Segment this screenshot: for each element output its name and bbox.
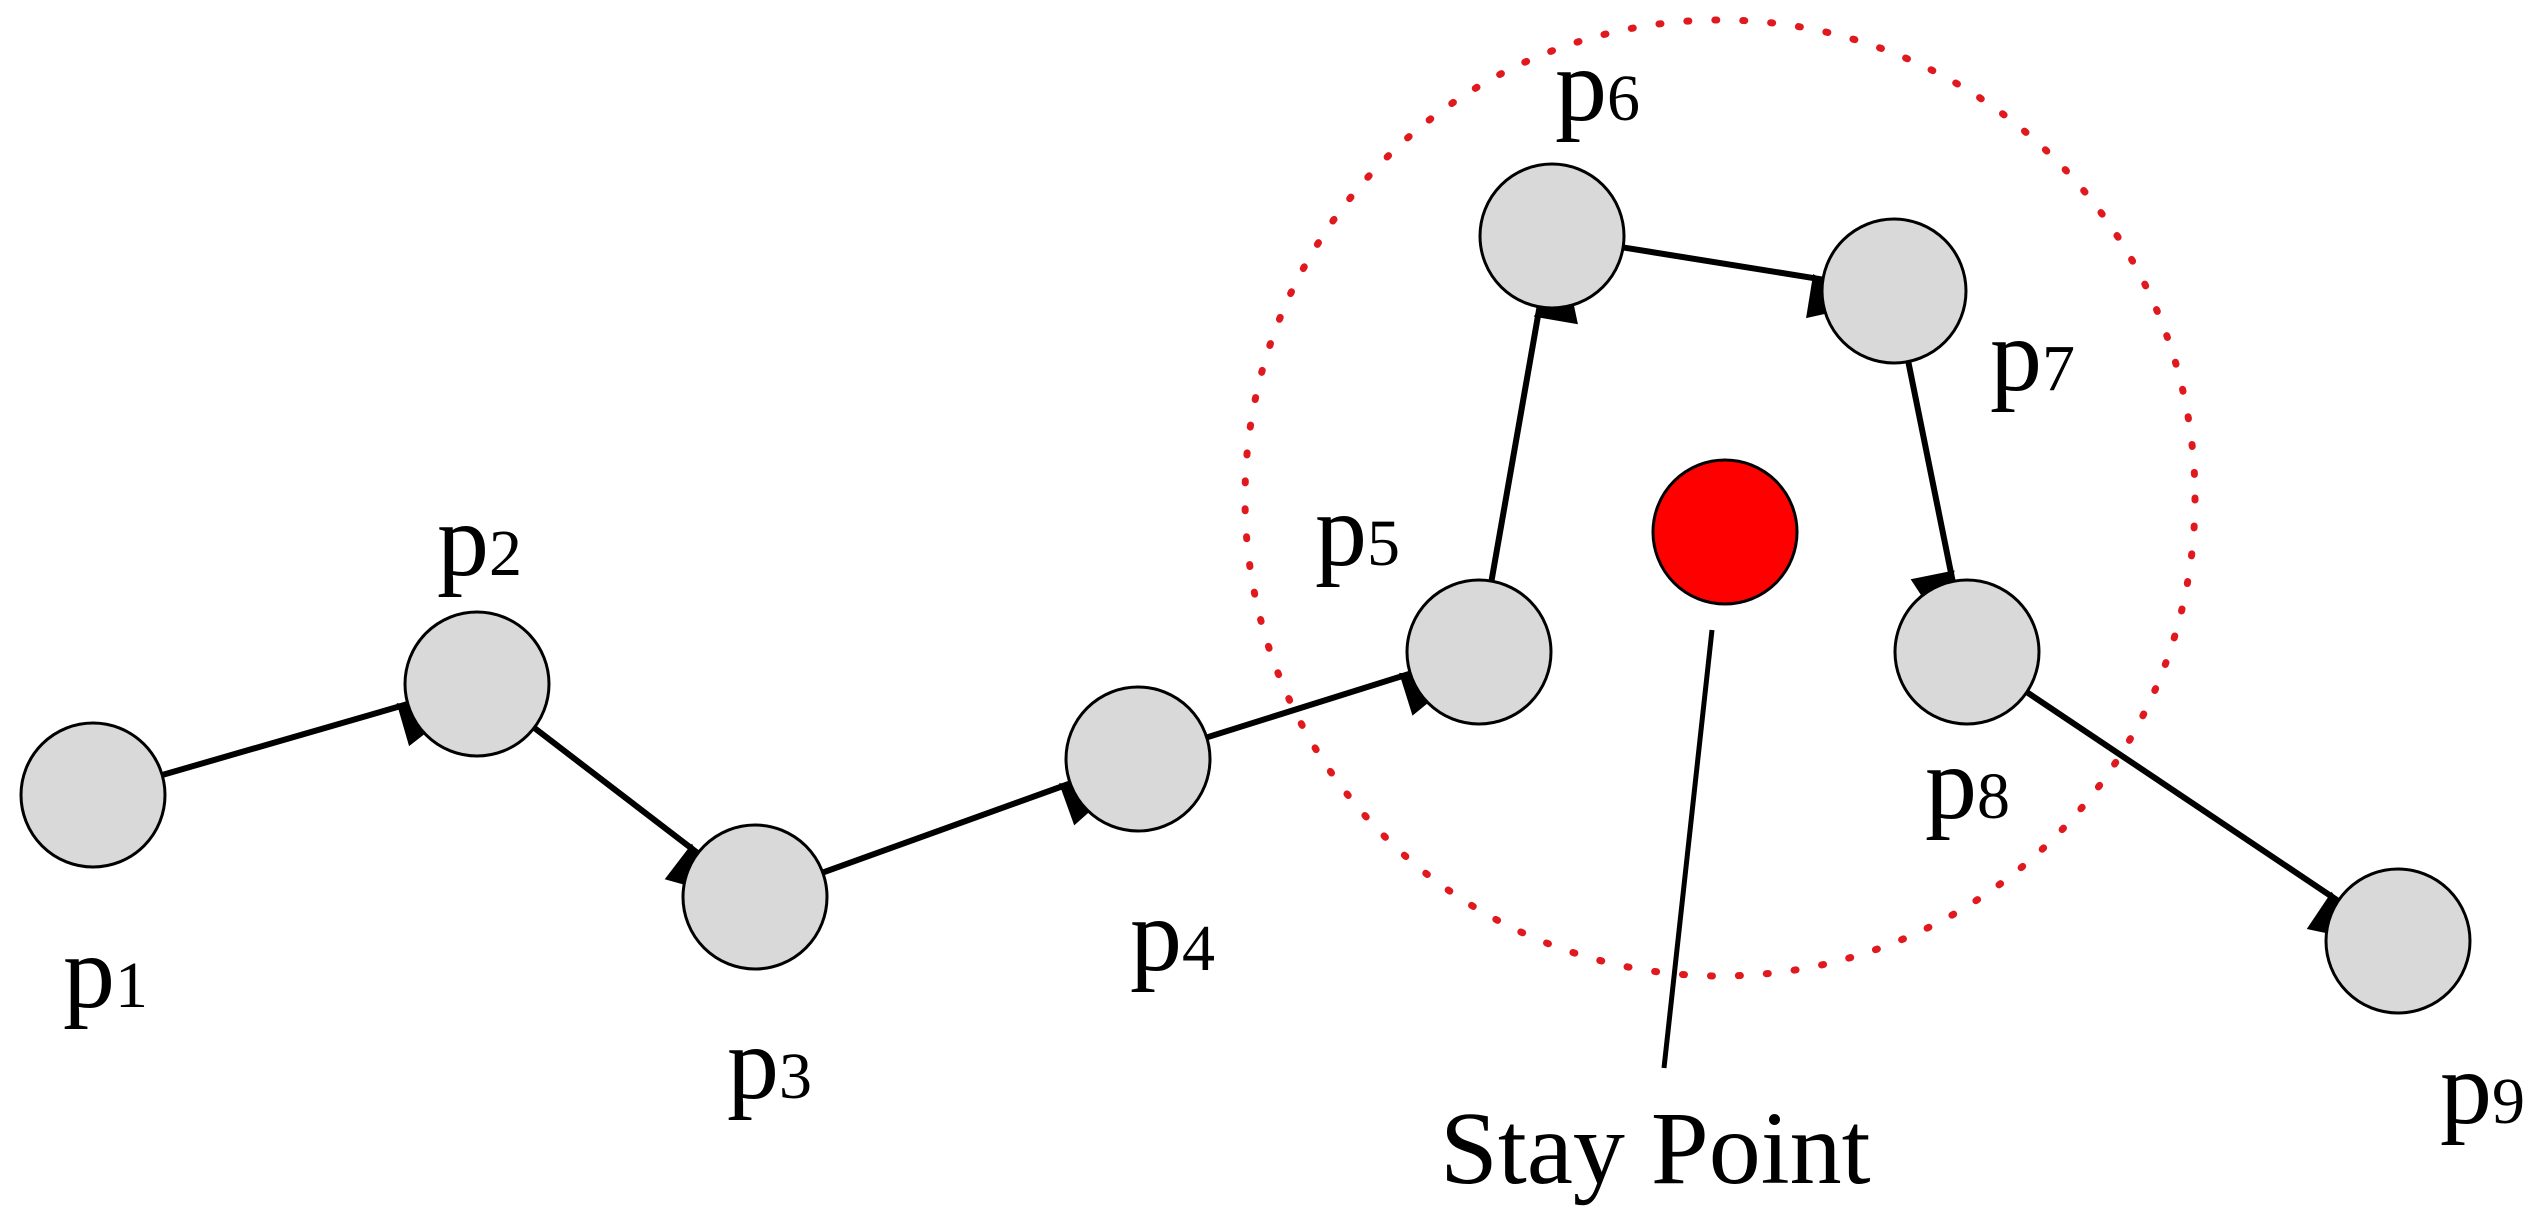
edge-p6-p7 bbox=[1622, 244, 1865, 319]
point-p1 bbox=[19, 721, 167, 869]
point-p9 bbox=[2324, 867, 2472, 1015]
point-p5 bbox=[1405, 578, 1553, 726]
edge-p5-p6 bbox=[1488, 265, 1578, 582]
point-p4 bbox=[1064, 685, 1212, 833]
stay-point-marker bbox=[1651, 458, 1799, 606]
label-p3: p3 bbox=[727, 1006, 812, 1121]
edge-p1-p2 bbox=[161, 701, 457, 778]
label-p4: p4 bbox=[1130, 878, 1215, 993]
label-p5: p5 bbox=[1315, 473, 1400, 588]
edge-p3-p4 bbox=[821, 780, 1120, 876]
edge-p4-p5 bbox=[1205, 670, 1460, 741]
point-p2 bbox=[403, 610, 551, 758]
label-p1: p1 bbox=[63, 915, 148, 1030]
trajectory-points bbox=[19, 162, 2472, 1015]
trajectory-edges bbox=[161, 244, 2366, 942]
label-p7: p7 bbox=[1990, 298, 2075, 413]
edge-p8-p9 bbox=[2025, 689, 2366, 942]
label-p8: p8 bbox=[1925, 726, 2010, 841]
point-p3 bbox=[681, 823, 829, 971]
label-p6: p6 bbox=[1555, 28, 1640, 143]
stay-point-label: Stay Point bbox=[1440, 1091, 1871, 1206]
point-p7 bbox=[1820, 217, 1968, 365]
point-p8 bbox=[1893, 578, 2041, 726]
stay-point-leader-line bbox=[1661, 629, 1715, 1069]
edge-p7-p8 bbox=[1905, 360, 1956, 630]
label-p2: p2 bbox=[437, 483, 522, 598]
label-p9: p9 bbox=[2440, 1031, 2525, 1146]
edge-p2-p3 bbox=[532, 725, 723, 896]
point-p6 bbox=[1478, 162, 1626, 310]
point-labels: p1 p2 p3 p4 p5 p6 p7 p8 p9 bbox=[63, 28, 2525, 1146]
stay-point-region bbox=[1241, 16, 2199, 980]
